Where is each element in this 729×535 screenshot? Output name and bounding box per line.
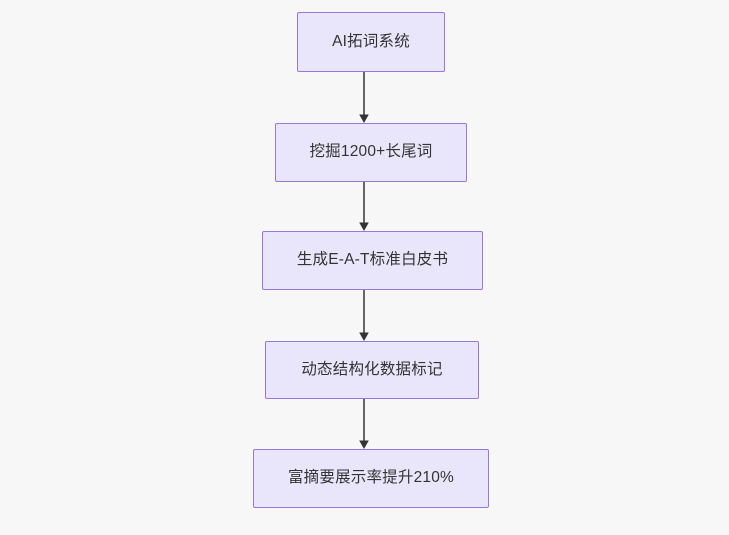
flow-node-label: 动态结构化数据标记 <box>301 360 443 378</box>
flow-edge-n3-to-n4 <box>357 290 371 341</box>
flow-node-label: 挖掘1200+长尾词 <box>309 143 433 161</box>
arrowhead-icon <box>359 332 369 341</box>
arrowhead-icon <box>359 440 369 449</box>
flow-node-label: AI拓词系统 <box>332 32 410 50</box>
flow-node-label: 富摘要展示率提升210% <box>287 469 455 487</box>
flow-edge-n4-to-n5 <box>357 399 371 449</box>
flow-node-n1[interactable]: AI拓词系统 <box>297 12 445 72</box>
arrowhead-icon <box>359 114 369 123</box>
flow-node-n4[interactable]: 动态结构化数据标记 <box>265 341 479 399</box>
flow-node-n3[interactable]: 生成E-A-T标准白皮书 <box>262 231 483 290</box>
flow-edge-n1-to-n2 <box>357 72 371 123</box>
flow-node-label: 生成E-A-T标准白皮书 <box>296 251 449 269</box>
flow-node-n5[interactable]: 富摘要展示率提升210% <box>253 449 489 508</box>
arrowhead-icon <box>359 222 369 231</box>
flow-node-n2[interactable]: 挖掘1200+长尾词 <box>275 123 467 182</box>
flow-edge-n2-to-n3 <box>357 182 371 231</box>
